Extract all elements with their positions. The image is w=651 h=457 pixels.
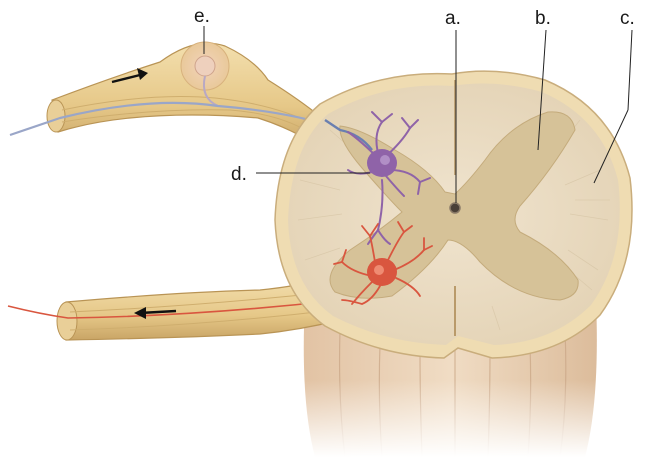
label-d: d. bbox=[231, 164, 247, 185]
label-b: b. bbox=[535, 8, 551, 29]
sensory-cell-body bbox=[195, 56, 215, 76]
label-c: c. bbox=[620, 8, 635, 29]
spinal-cord-cross-section bbox=[275, 71, 632, 358]
leader-line-c bbox=[628, 30, 632, 110]
label-e: e. bbox=[194, 6, 210, 27]
label-a: a. bbox=[445, 8, 461, 29]
central-canal bbox=[450, 203, 460, 213]
ventral-root-nerve bbox=[8, 278, 340, 340]
